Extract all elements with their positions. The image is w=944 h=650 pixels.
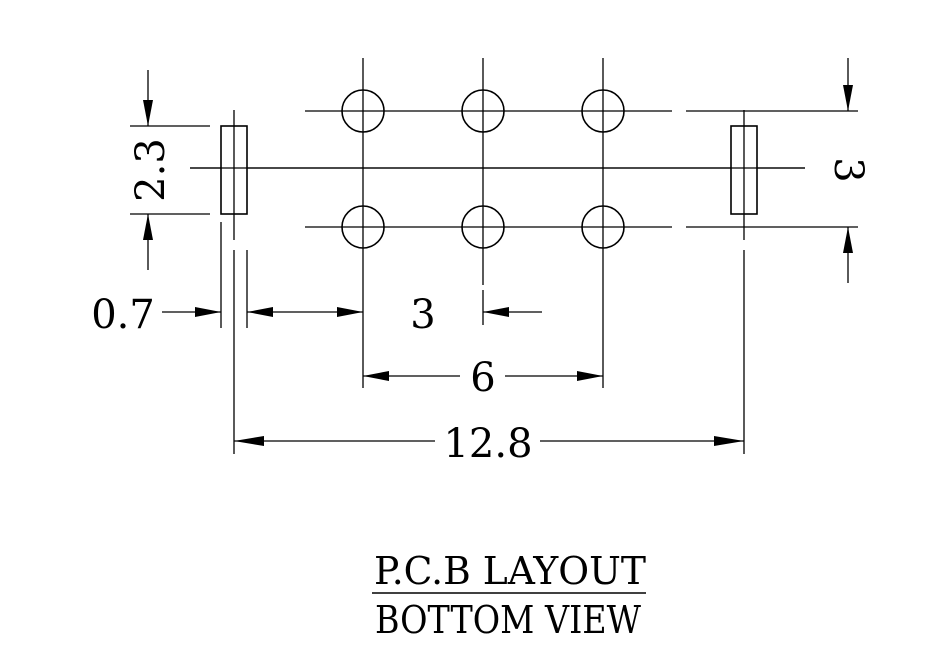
pin-hole (461, 89, 505, 133)
dim-label-row-spacing: 3 (825, 157, 871, 182)
dim-pin-pitch: 3 (247, 292, 542, 338)
pin-hole (341, 205, 385, 249)
title-block: P.C.B LAYOUT BOTTOM VIEW (372, 549, 646, 642)
dim-label-slot-width: 0.7 (91, 292, 155, 338)
extension-lines (130, 125, 745, 454)
slot-pads (190, 110, 805, 240)
pin-hole (461, 205, 505, 249)
dim-slot-width: 0.7 (91, 292, 221, 338)
dim-label-overall-width: 12.8 (443, 421, 532, 467)
title-line-2: BOTTOM VIEW (375, 598, 641, 642)
dim-label-slot-height: 2.3 (128, 138, 174, 202)
pin-hole (581, 89, 625, 133)
pin-hole (341, 89, 385, 133)
title-line-1: P.C.B LAYOUT (374, 549, 646, 593)
dim-label-pin-pitch: 3 (410, 292, 435, 338)
dim-overall-width: 12.8 (234, 421, 744, 467)
dim-label-pin-span: 6 (470, 355, 495, 401)
dim-slot-height: 2.3 (128, 70, 174, 270)
pin-hole (581, 205, 625, 249)
dim-pin-span: 6 (363, 355, 603, 401)
dim-row-spacing: 3 (825, 58, 871, 283)
pin-holes (341, 89, 625, 249)
